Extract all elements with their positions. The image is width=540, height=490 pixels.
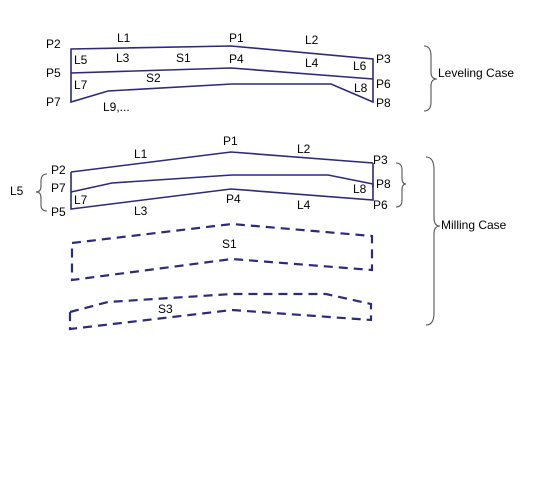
milling-l5-label: L5 bbox=[10, 184, 24, 198]
leveling-case-group: P2 L1 P1 L2 P3 L5 L3 S1 P4 L4 L6 P5 S2 P… bbox=[46, 31, 514, 114]
leveling-case-brace bbox=[423, 45, 438, 112]
milling-p1-label: P1 bbox=[223, 134, 238, 148]
leveling-p7-label: P7 bbox=[46, 95, 61, 109]
leveling-l8-label: L8 bbox=[354, 81, 368, 95]
milling-p5-label: P5 bbox=[51, 205, 66, 219]
milling-case-brace bbox=[425, 156, 441, 326]
milling-l4-label: L4 bbox=[297, 198, 311, 212]
leveling-p2-label: P2 bbox=[46, 37, 61, 51]
milling-top-edge bbox=[70, 151, 374, 173]
leveling-l6-label: L6 bbox=[353, 59, 367, 73]
milling-l7-label: L7 bbox=[74, 193, 88, 207]
milling-s1-dashed-layer bbox=[70, 222, 374, 282]
milling-s1-label: S1 bbox=[222, 237, 237, 251]
leveling-p4-label: P4 bbox=[229, 52, 244, 66]
milling-p3-label: P3 bbox=[373, 153, 388, 167]
leveling-p6-label: P6 bbox=[376, 77, 391, 91]
milling-case-label: Milling Case bbox=[441, 218, 507, 232]
milling-p7-label: P7 bbox=[51, 181, 66, 195]
leveling-s2-label: S2 bbox=[146, 71, 161, 85]
leveling-l3-label: L3 bbox=[116, 51, 130, 65]
leveling-l7-label: L7 bbox=[74, 78, 88, 92]
milling-l3-label: L3 bbox=[134, 204, 148, 218]
leveling-l1-label: L1 bbox=[117, 31, 131, 45]
milling-outline bbox=[70, 163, 374, 210]
milling-s3-label: S3 bbox=[158, 302, 173, 316]
milling-inner-edge bbox=[70, 174, 374, 193]
leveling-l5-label: L5 bbox=[74, 53, 88, 67]
milling-l8-label: L8 bbox=[353, 182, 367, 196]
milling-s3-dashed-layer bbox=[68, 292, 373, 331]
milling-l1-label: L1 bbox=[134, 147, 148, 161]
milling-case-group: P2 L1 P1 L2 P3 L5 P7 P8 L8 L7 P4 L4 P6 P… bbox=[10, 134, 507, 331]
leveling-p3-label: P3 bbox=[376, 52, 391, 66]
milling-p6-label: P6 bbox=[373, 198, 388, 212]
milling-p8-brace bbox=[395, 162, 407, 208]
milling-l2-label: L2 bbox=[297, 142, 311, 156]
leveling-l2-label: L2 bbox=[305, 33, 319, 47]
leveling-case-label: Leveling Case bbox=[438, 66, 514, 80]
leveling-l9-label: L9,... bbox=[103, 100, 130, 114]
leveling-p1-label: P1 bbox=[229, 31, 244, 45]
milling-l5-brace bbox=[35, 173, 48, 212]
leveling-p8-label: P8 bbox=[376, 96, 391, 110]
leveling-p5-label: P5 bbox=[46, 66, 61, 80]
leveling-l4-label: L4 bbox=[305, 56, 319, 70]
leveling-s1-label: S1 bbox=[176, 51, 191, 65]
milling-p4-label: P4 bbox=[226, 192, 241, 206]
milling-p2-label: P2 bbox=[51, 163, 66, 177]
leveling-top-edge bbox=[70, 45, 374, 104]
milling-p8-label: P8 bbox=[376, 177, 391, 191]
